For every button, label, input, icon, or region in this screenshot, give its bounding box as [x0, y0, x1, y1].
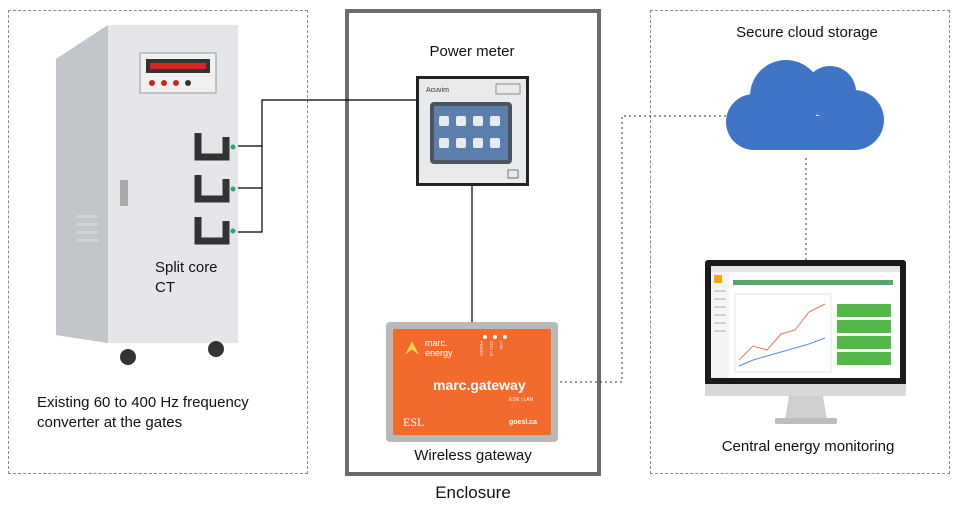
gateway-face: marc. energy POWER STATUS LINK marc.gate… — [393, 329, 551, 435]
frequency-converter-cabinet — [56, 25, 238, 365]
gateway-footer-right: goesl.ca — [509, 419, 538, 426]
meter-brand: Acuvim — [426, 87, 449, 94]
converter-panel — [8, 10, 308, 474]
gateway-logo-icon — [405, 341, 419, 355]
power-meter-label: Power meter — [429, 43, 515, 60]
gateway-footer-left: ESL — [403, 415, 425, 429]
gateway-logo-text-1: marc. — [425, 338, 448, 348]
wireless-gateway-label: Wireless gateway — [414, 447, 532, 464]
energy-monitoring-label: Central energy monitoring — [721, 438, 895, 455]
ct-label: Split core CT — [155, 259, 218, 296]
gateway-subtitle: ESN | LAN — [509, 397, 534, 403]
cloud-icon — [726, 60, 884, 150]
converter-label: Existing 60 to 400 Hz frequency converte… — [37, 394, 249, 431]
led-label-link: LINK — [499, 341, 504, 350]
gateway-logo-text-2: energy — [425, 348, 453, 358]
wireless-gateway-device: marc. energy POWER STATUS LINK marc.gate… — [386, 322, 558, 442]
cloud-storage-label: Secure cloud storage — [736, 24, 878, 41]
cloud-monitoring-panel — [650, 10, 950, 474]
led-label-status: STATUS — [489, 341, 494, 357]
enclosure-label: Enclosure — [435, 483, 511, 502]
ct-clamps — [194, 133, 230, 245]
led-label-power: POWER — [479, 341, 484, 357]
monitor-icon — [705, 260, 906, 424]
gateway-name: marc.gateway — [433, 377, 526, 393]
enclosure-box — [345, 9, 601, 476]
power-meter-device: Acuvim — [416, 76, 529, 186]
